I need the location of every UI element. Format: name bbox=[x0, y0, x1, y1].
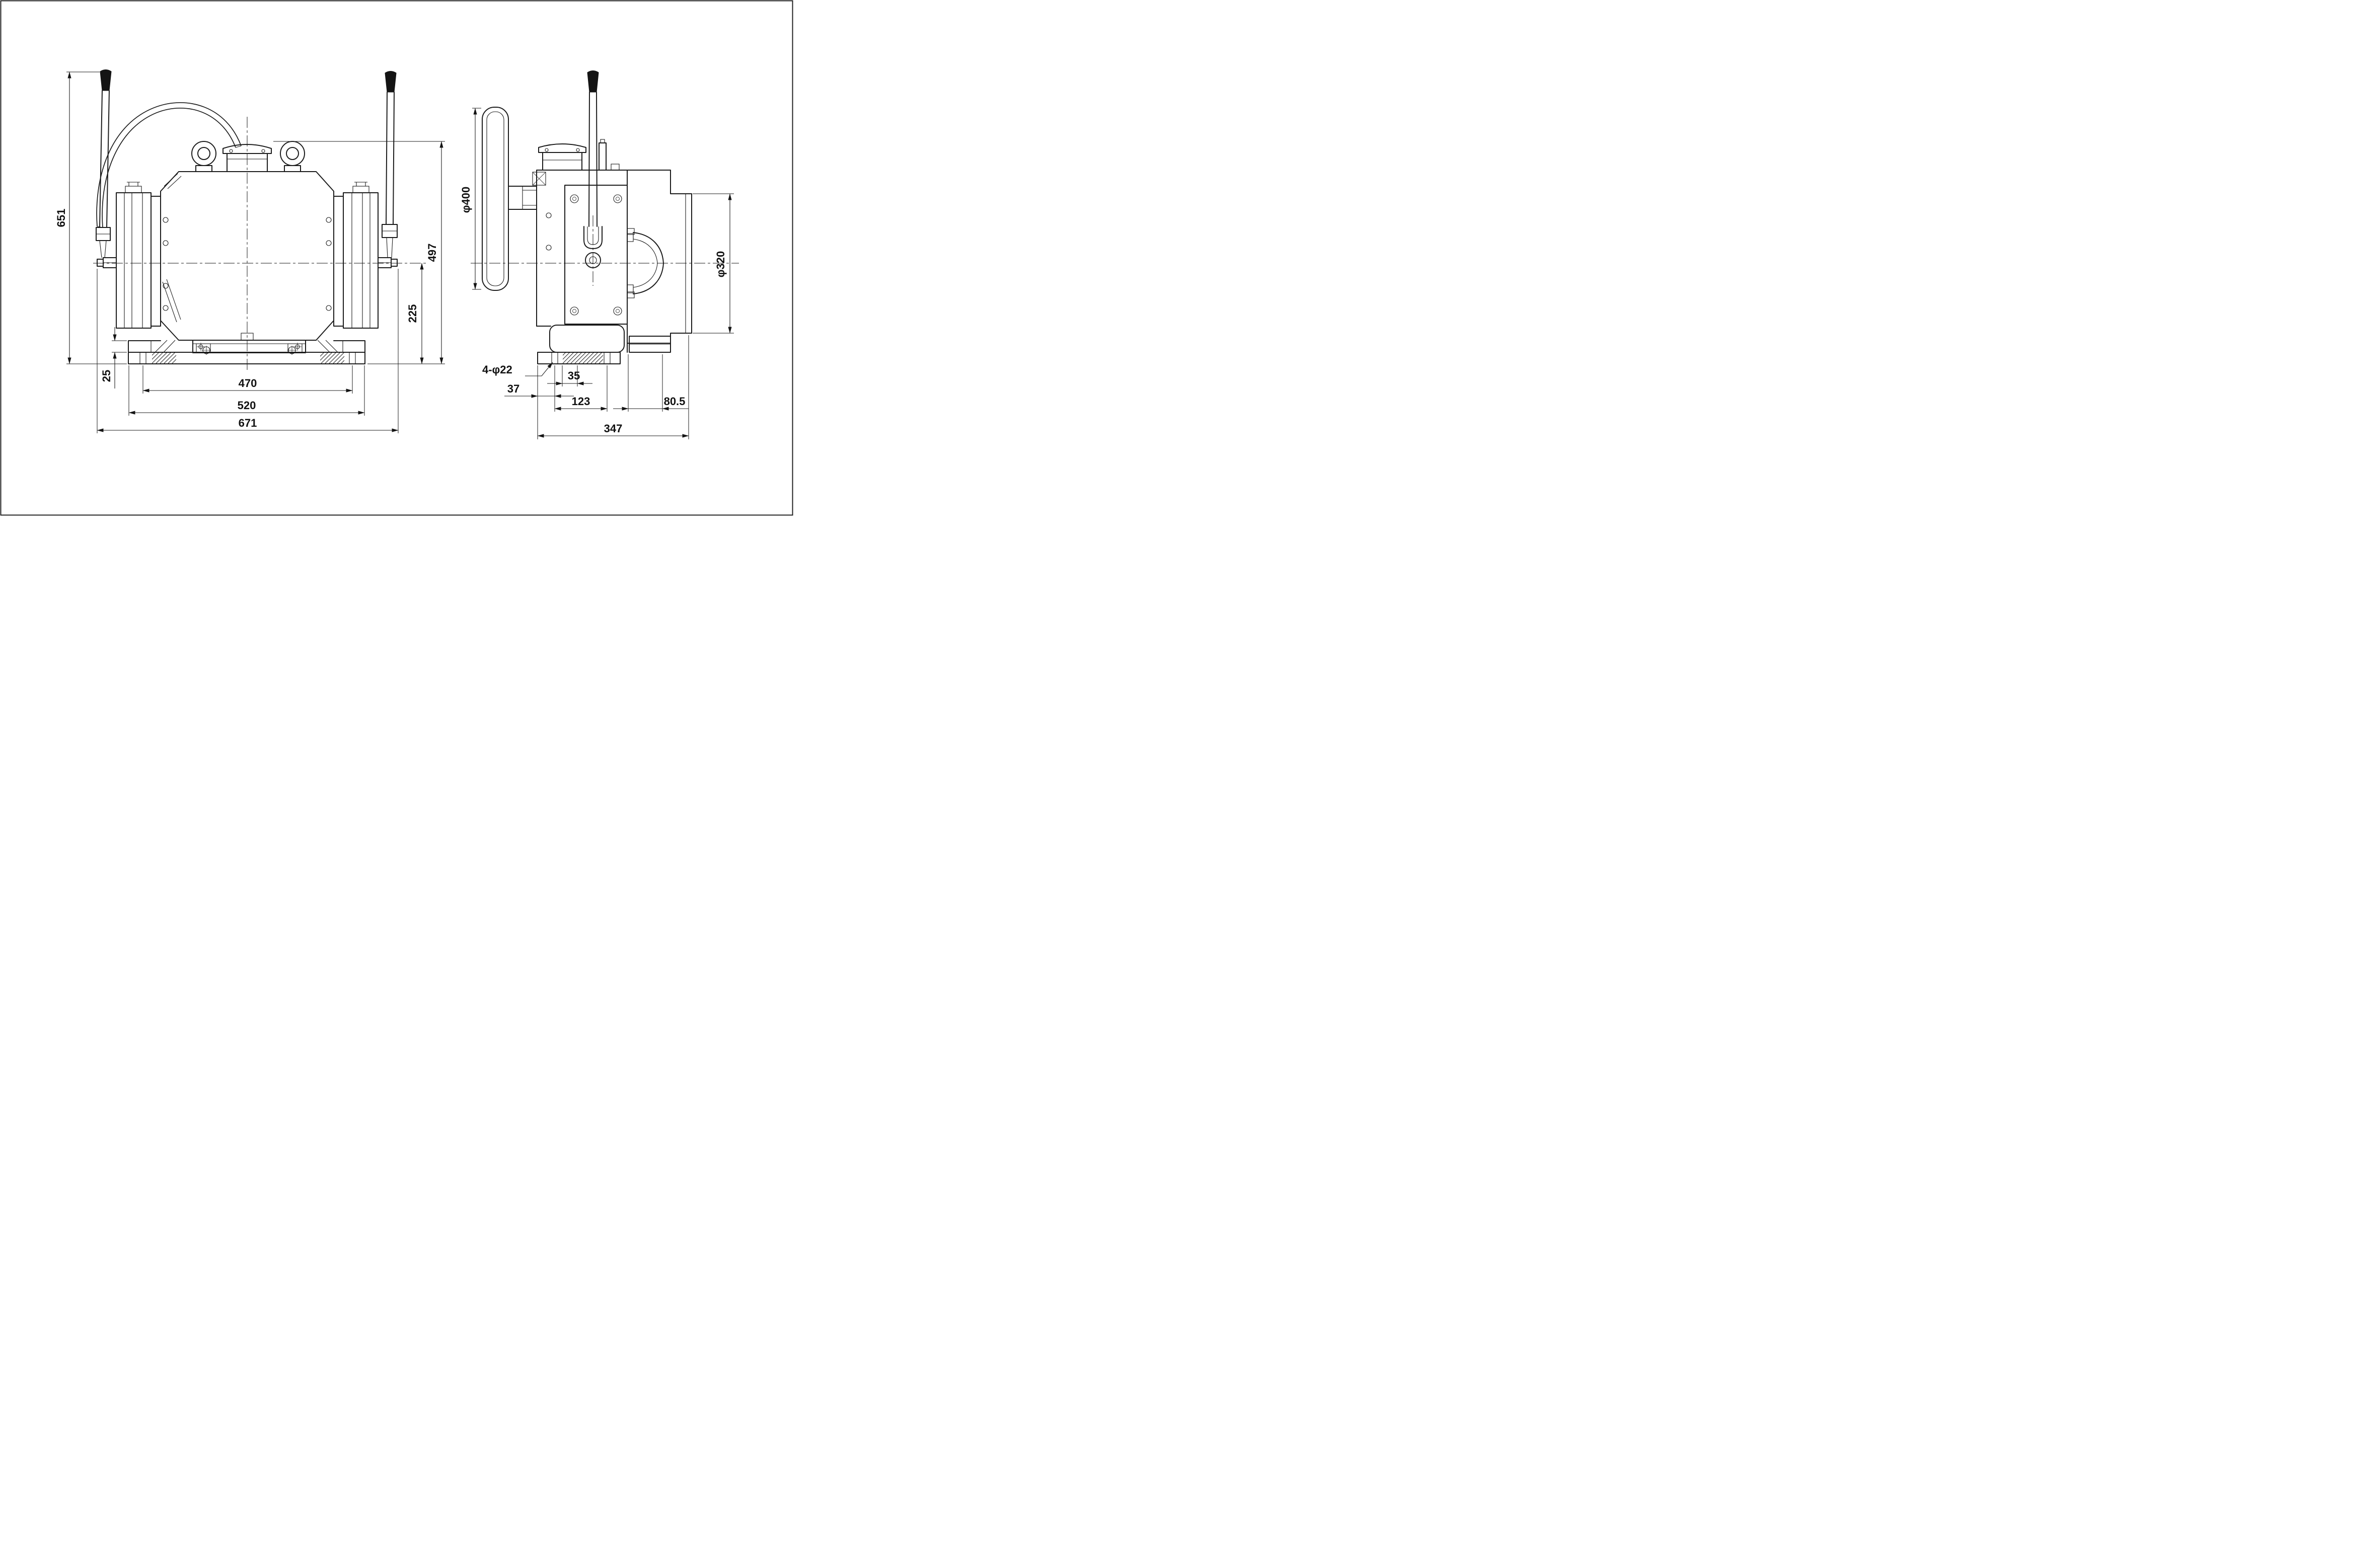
bearing-pedestal bbox=[627, 228, 664, 298]
dim-label-520: 520 bbox=[238, 399, 256, 412]
dim-label-4-phi22: 4-φ22 bbox=[482, 363, 512, 376]
dim-axis-to-base: 225 bbox=[406, 263, 424, 364]
side-centerlines bbox=[471, 215, 739, 286]
dim-anchor-holes: 4-φ22 bbox=[482, 362, 553, 376]
side-brake-lever bbox=[583, 70, 603, 268]
dim-overall-depth: 347 bbox=[537, 335, 689, 439]
top-cap bbox=[222, 144, 272, 172]
traction-sheave bbox=[627, 170, 692, 353]
dim-label-25: 25 bbox=[100, 370, 113, 382]
dim-label-651: 651 bbox=[55, 209, 67, 227]
drawing-sheet: 651 497 225 25 470 520 bbox=[0, 0, 793, 516]
dim-overall-height: 651 bbox=[55, 71, 127, 364]
dim-label-phi400: φ400 bbox=[460, 187, 472, 213]
drawing-canvas: 651 497 225 25 470 520 bbox=[0, 0, 793, 516]
dim-label-347: 347 bbox=[604, 422, 623, 435]
dim-sheave-diameter: φ320 bbox=[693, 193, 734, 334]
lifting-eyebolts bbox=[191, 141, 305, 172]
dim-label-470: 470 bbox=[239, 377, 257, 390]
dim-edge-to-first-hole: 37 bbox=[504, 365, 574, 439]
side-body bbox=[536, 139, 634, 353]
dim-cap-height: 497 bbox=[273, 141, 445, 364]
brake-cable-conduit bbox=[96, 102, 242, 228]
side-base-plate bbox=[537, 352, 621, 364]
handwheel bbox=[482, 107, 546, 291]
brake-lever-left bbox=[96, 69, 112, 258]
dim-label-phi320: φ320 bbox=[714, 251, 727, 277]
brake-lever-right bbox=[382, 71, 398, 258]
front-view: 651 497 225 25 470 520 bbox=[55, 69, 445, 433]
dim-base-plate-thickness: 25 bbox=[100, 327, 127, 389]
base-assembly bbox=[128, 333, 365, 364]
dim-slot-width: 35 bbox=[547, 365, 592, 386]
brake-drum-right bbox=[343, 182, 398, 329]
dim-label-80-5: 80.5 bbox=[664, 395, 686, 408]
dim-label-37: 37 bbox=[507, 382, 519, 395]
front-centerlines bbox=[93, 117, 427, 371]
dim-label-35: 35 bbox=[568, 369, 580, 382]
brake-drum-left bbox=[97, 182, 152, 329]
side-view: φ400 φ320 4-φ22 37 35 12 bbox=[460, 70, 739, 439]
dim-label-225: 225 bbox=[406, 304, 419, 323]
dim-anchor-bolt-span: 470 bbox=[142, 365, 353, 394]
dim-overall-width: 671 bbox=[97, 269, 399, 433]
dim-sheave-overhang: 80.5 bbox=[613, 354, 689, 412]
dim-label-497: 497 bbox=[426, 244, 438, 262]
dim-handwheel-diameter: φ400 bbox=[460, 108, 481, 290]
dim-hole-pitch: 123 bbox=[554, 365, 608, 412]
dim-label-671: 671 bbox=[239, 417, 257, 429]
dim-label-123: 123 bbox=[572, 395, 590, 408]
sheet-border bbox=[0, 0, 793, 516]
dim-base-width: 520 bbox=[128, 365, 365, 416]
